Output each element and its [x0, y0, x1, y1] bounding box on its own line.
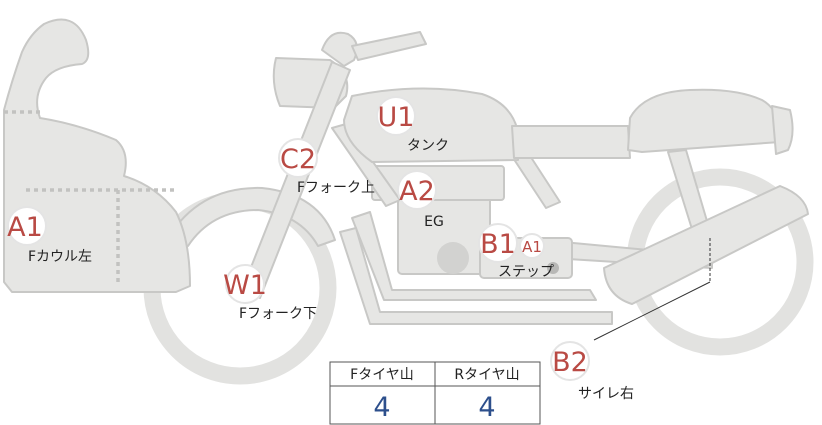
pointer-line-diagonal	[593, 281, 711, 341]
fairing-panel-lines	[4, 110, 176, 284]
motorcycle-silhouette	[3, 18, 814, 385]
front-fork	[241, 61, 351, 299]
badge-a1-left: A1	[7, 206, 47, 246]
side-panel	[511, 125, 631, 159]
front-fairing	[3, 18, 191, 293]
badge-a1-left-circle	[7, 206, 47, 246]
badge-w1: W1	[223, 264, 267, 304]
badge-a2-text: A2	[399, 176, 435, 207]
silencer-pointer	[593, 238, 711, 341]
badge-u1-circle	[376, 96, 416, 136]
badge-c2-text: C2	[280, 144, 316, 175]
badge-a1-small-circle	[519, 233, 545, 259]
badge-c2-circle	[278, 138, 318, 178]
label-eg: EG	[424, 214, 444, 230]
badge-w1-text: W1	[223, 270, 267, 301]
badge-a2-circle	[397, 170, 437, 210]
badge-w1-circle	[225, 264, 265, 304]
tire-tread-table: Fタイヤ山 Rタイヤ山 4 4	[329, 361, 541, 425]
label-silencer-right: サイレ右	[578, 386, 634, 402]
badge-a1-small: A1	[519, 233, 545, 259]
exhaust-pipe-upper	[351, 211, 597, 301]
badge-u1: U1	[376, 96, 416, 136]
badge-a1-left-text: A1	[7, 212, 43, 243]
handlebar-stem	[351, 31, 427, 61]
label-f-fork-lower: Fフォーク下	[239, 306, 317, 322]
seat	[627, 88, 781, 153]
table-header-front-tire: Fタイヤ山	[350, 367, 414, 383]
tail	[771, 105, 794, 155]
table-value-rear-tire: 4	[478, 392, 495, 423]
badge-a1-small-text: A1	[522, 238, 542, 256]
table-value-front-tire: 4	[373, 392, 390, 423]
badge-b2-circle	[550, 341, 590, 381]
badge-b1-text: B1	[480, 229, 516, 260]
engine-case	[437, 242, 469, 274]
step-marker-dot	[547, 262, 559, 274]
silencer	[603, 185, 809, 305]
badge-u1-text: U1	[378, 102, 415, 133]
badge-b1-circle	[478, 223, 518, 263]
label-step: ステップ	[498, 264, 554, 280]
badge-c2: C2	[278, 138, 318, 178]
exhaust-pipe-lower	[339, 227, 613, 325]
table-header-rear-tire: Rタイヤ山	[454, 367, 519, 383]
label-f-cowl-left: Fカウル左	[28, 249, 92, 265]
label-tank: タンク	[407, 138, 449, 154]
label-f-fork-upper: Fフォーク上	[297, 180, 375, 196]
badge-a2: A2	[397, 170, 437, 210]
badge-b1: B1	[478, 223, 518, 263]
badge-b2: B2	[550, 341, 590, 381]
handlebar	[321, 31, 358, 67]
badge-b2-text: B2	[552, 347, 588, 378]
